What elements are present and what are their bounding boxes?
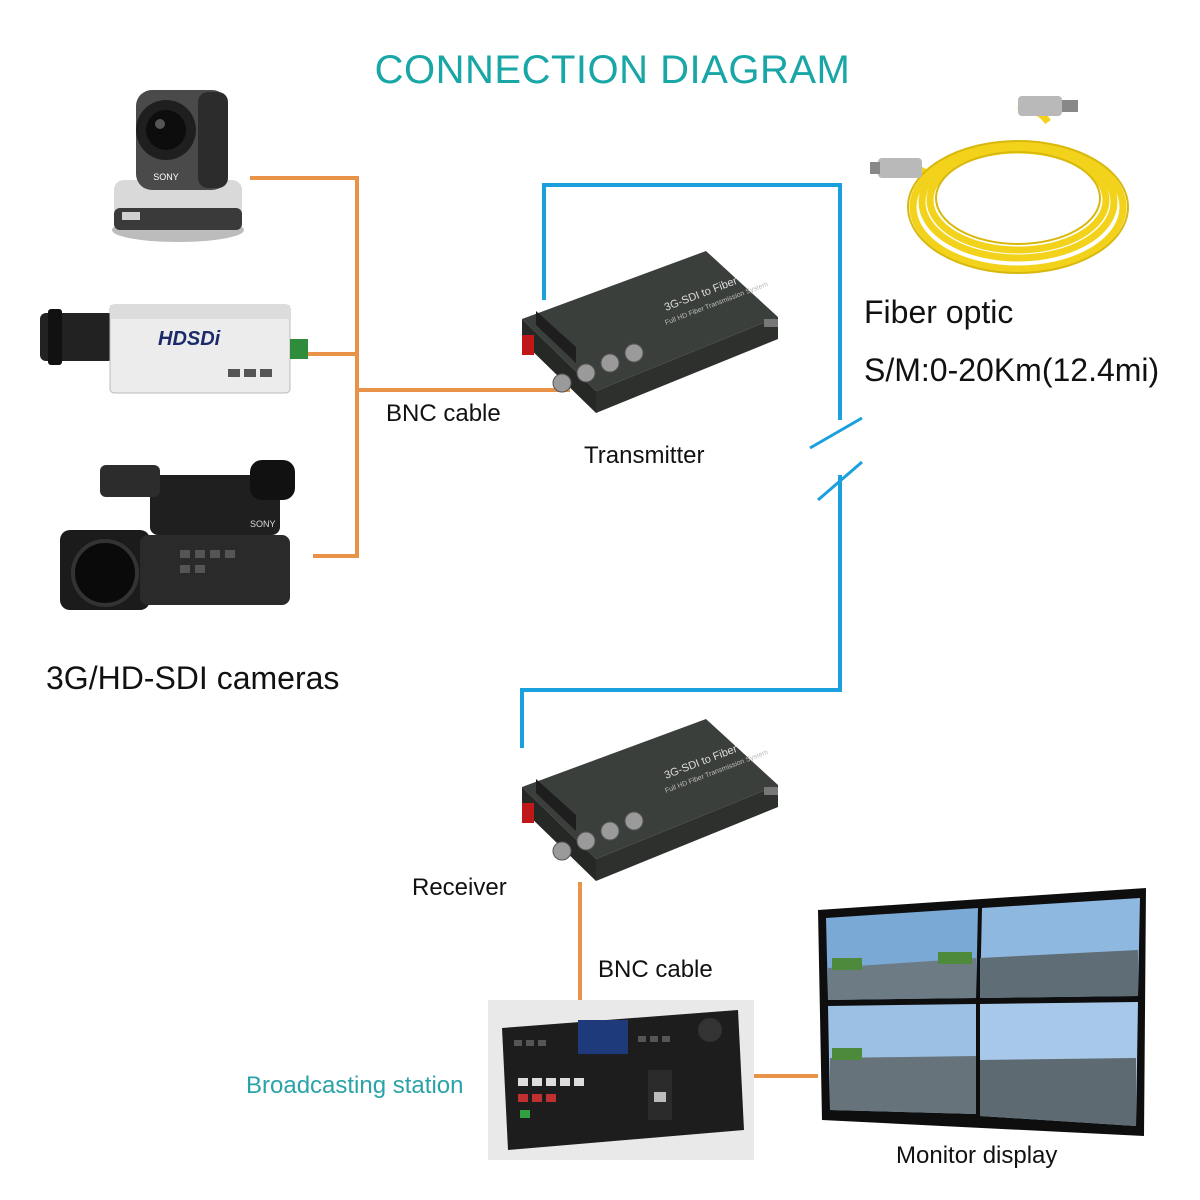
fiber-line-bottom: [520, 475, 842, 748]
broadcasting-station-label: Broadcasting station: [246, 1072, 464, 1099]
diagram-title: CONNECTION DIAGRAM: [374, 48, 851, 92]
broadcast-switcher-image: [488, 1000, 754, 1160]
fiber-line-top: [542, 183, 842, 420]
bnc-line-ptz: [250, 176, 359, 558]
receiver-device-image: 3G-SDI to Fiber Full HD Fiber Transmissi…: [522, 719, 778, 881]
transmitter-device-image: 3G-SDI to Fiber Full HD Fiber Transmissi…: [522, 251, 778, 413]
bnc-cable-label-bottom: BNC cable: [598, 956, 713, 983]
fiber-cable-image: [870, 96, 1129, 274]
box-camera-brand: HDSDi: [158, 328, 221, 350]
ptz-camera-image: SONY: [112, 90, 244, 242]
fiber-optic-label: Fiber optic: [864, 294, 1014, 330]
fiber-break-mark-1: [809, 416, 863, 450]
transmitter-label: Transmitter: [584, 442, 705, 469]
camcorder-brand: SONY: [250, 519, 276, 529]
monitor-display-image: [818, 888, 1146, 1136]
receiver-label: Receiver: [412, 874, 507, 901]
cameras-label: 3G/HD-SDI cameras: [46, 660, 340, 696]
bnc-cable-label-top: BNC cable: [386, 400, 501, 427]
fiber-break-mark-2: [817, 460, 863, 502]
fiber-distance-label: S/M:0-20Km(12.4mi): [864, 352, 1160, 388]
monitor-display-label: Monitor display: [896, 1142, 1058, 1169]
box-camera-image: HDSDi: [40, 304, 308, 394]
camcorder-image: SONY: [60, 460, 295, 610]
ptz-brand: SONY: [153, 172, 179, 182]
